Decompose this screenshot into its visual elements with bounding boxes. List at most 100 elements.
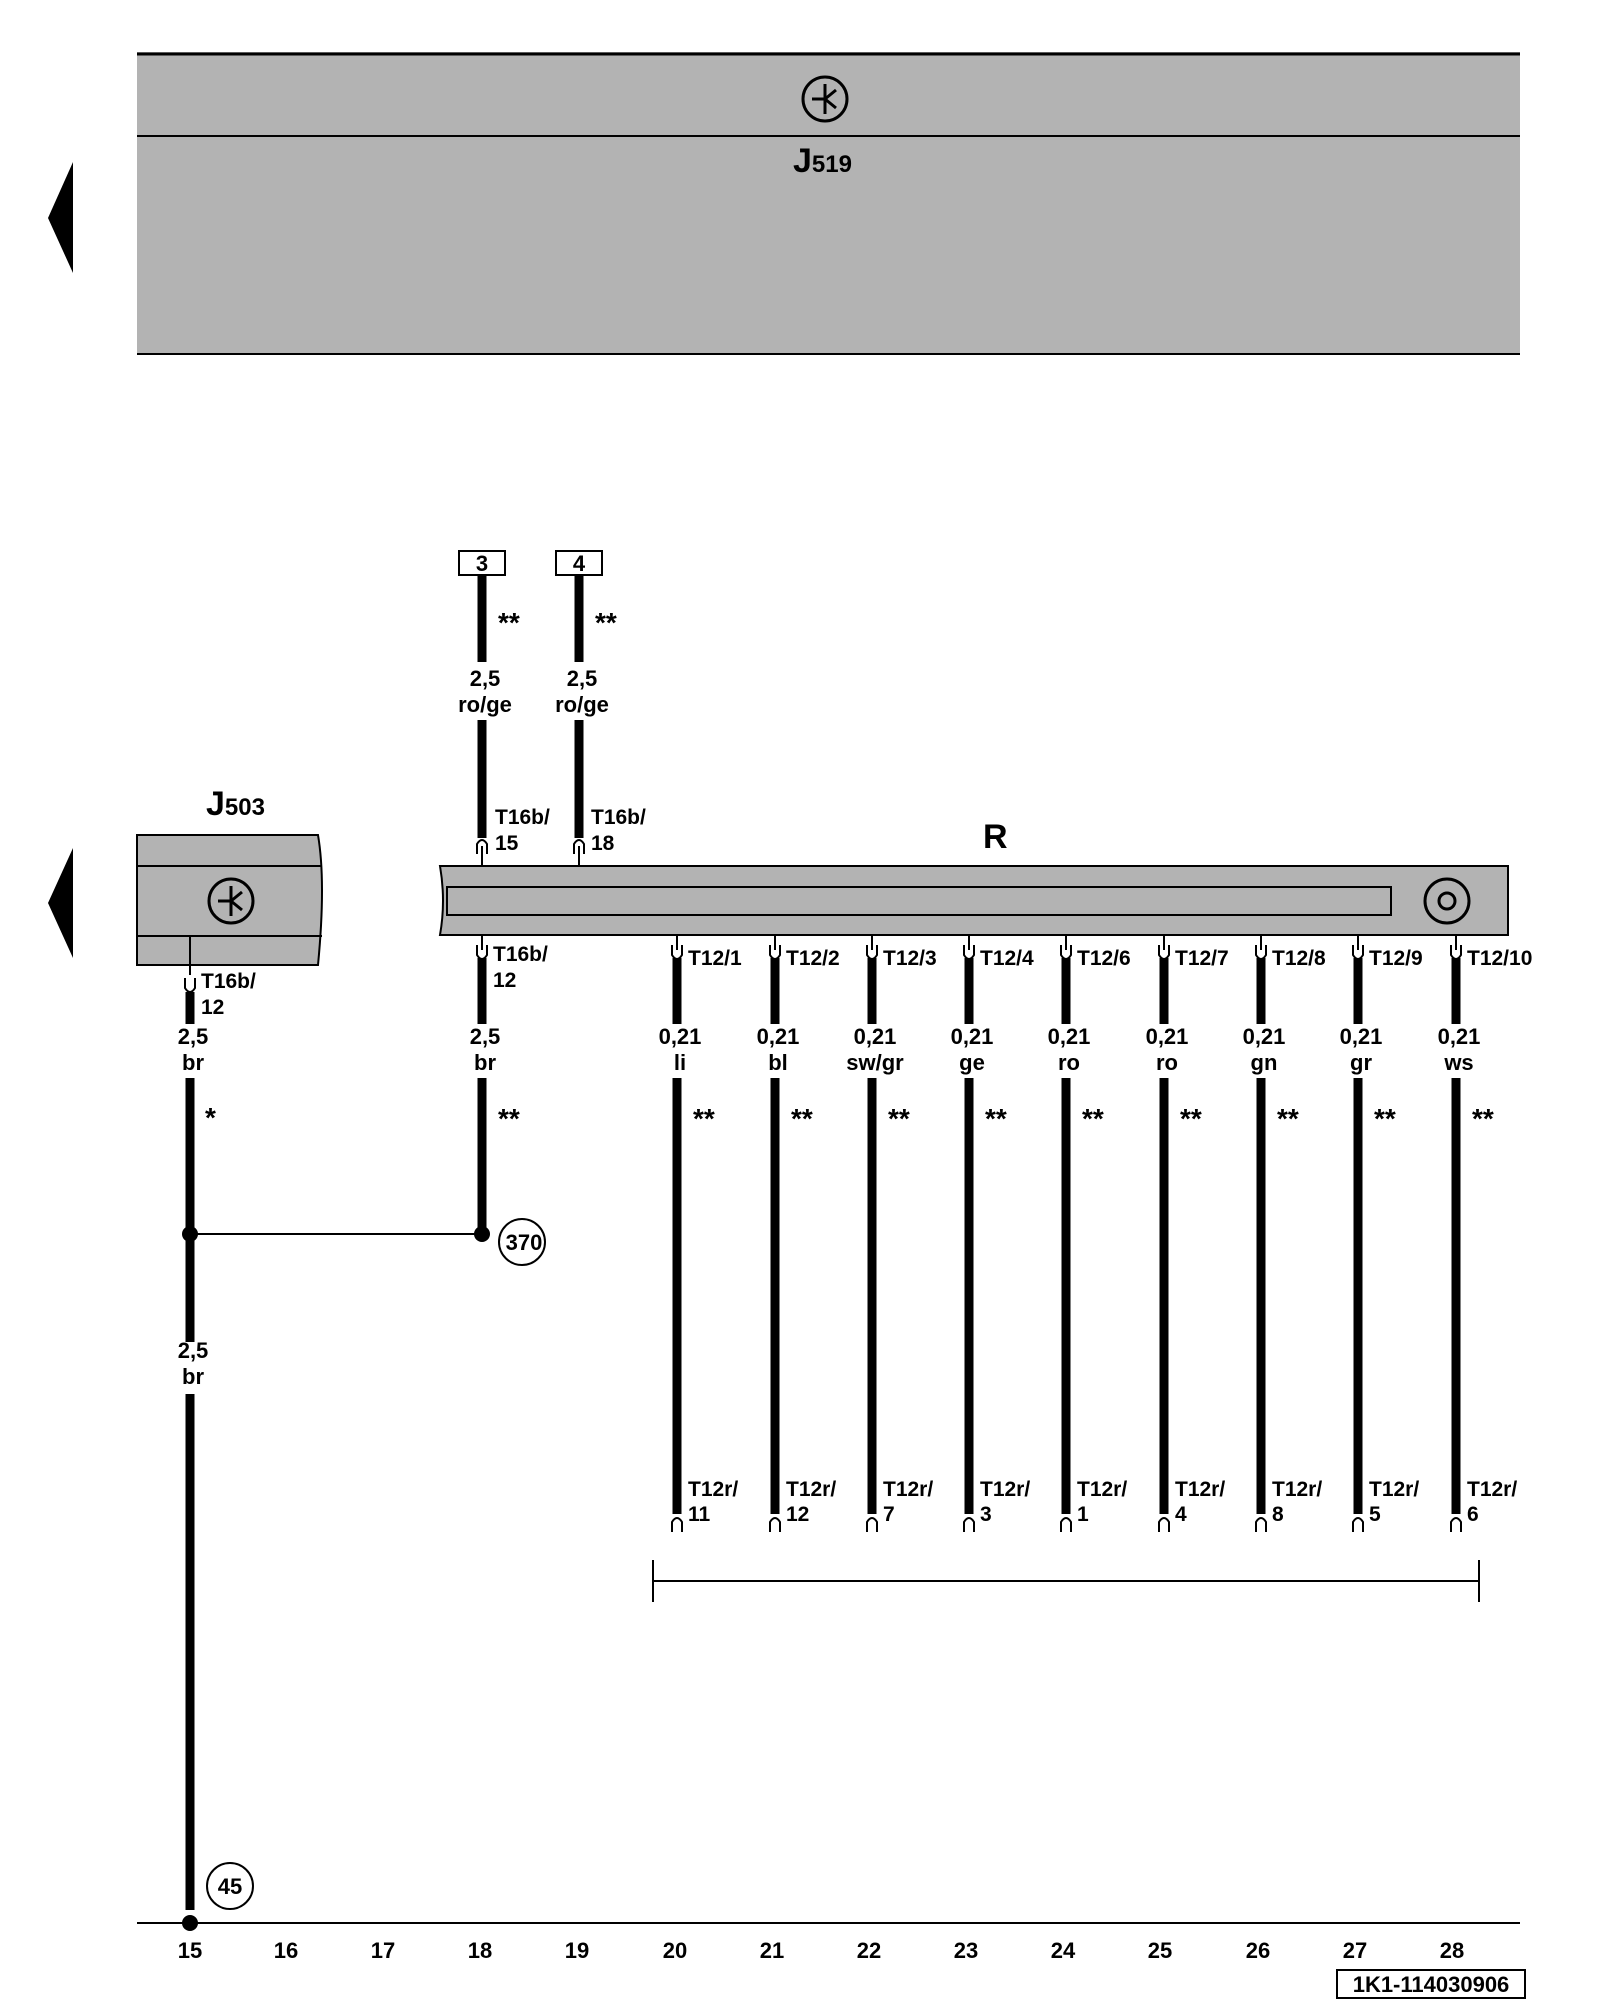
junction-dot bbox=[474, 1226, 490, 1242]
cross-section-label: 0,21 bbox=[1048, 1024, 1091, 1049]
svg-text:4: 4 bbox=[573, 551, 586, 576]
module-radio-inner-bar bbox=[446, 886, 1392, 916]
control-unit-icon bbox=[801, 75, 849, 123]
pin-label: 8 bbox=[1272, 1503, 1284, 1526]
svg-text:**: ** bbox=[498, 1103, 520, 1134]
radio-ground-wire: T16b/ 12 2,5 br ** bbox=[470, 935, 548, 1234]
svg-text:45: 45 bbox=[218, 1874, 242, 1899]
track-number: 22 bbox=[857, 1938, 881, 1963]
pin-label: T12/10 bbox=[1467, 947, 1532, 970]
marker-label: ** bbox=[1472, 1103, 1494, 1134]
track-number: 17 bbox=[371, 1938, 395, 1963]
page-back-arrow-icon[interactable] bbox=[48, 848, 73, 958]
svg-text:br: br bbox=[182, 1364, 204, 1389]
marker-label: ** bbox=[1277, 1103, 1299, 1134]
ref-box-3[interactable]: 3 bbox=[458, 550, 506, 576]
pin-label: 12 bbox=[786, 1503, 809, 1526]
module-radio-label: R bbox=[983, 818, 1008, 856]
pin-label: T12r/ bbox=[786, 1478, 836, 1501]
page-back-arrow-icon[interactable] bbox=[48, 162, 73, 273]
svg-text:T16b/: T16b/ bbox=[495, 806, 550, 829]
j503-wire: T16b/ 12 2,5 br * 2,5 br bbox=[178, 936, 256, 1910]
wire-color-label: sw/gr bbox=[846, 1050, 904, 1075]
track-number: 23 bbox=[954, 1938, 978, 1963]
svg-text:ro/ge: ro/ge bbox=[458, 692, 512, 717]
svg-text:12: 12 bbox=[201, 996, 224, 1019]
wire-color-label: ge bbox=[959, 1050, 985, 1075]
module-j519-label: J519 bbox=[793, 142, 852, 180]
track-number: 16 bbox=[274, 1938, 298, 1963]
track-number: 27 bbox=[1343, 1938, 1367, 1963]
cross-section-label: 0,21 bbox=[1340, 1024, 1383, 1049]
wire-color-label: ro bbox=[1156, 1050, 1178, 1075]
track-number: 19 bbox=[565, 1938, 589, 1963]
track-number: 18 bbox=[468, 1938, 492, 1963]
track-number: 26 bbox=[1246, 1938, 1270, 1963]
track-number: 15 bbox=[178, 1938, 202, 1963]
pin-label: T12r/ bbox=[1272, 1478, 1322, 1501]
marker-label: ** bbox=[693, 1103, 715, 1134]
track-number: 28 bbox=[1440, 1938, 1464, 1963]
module-j503-label: J503 bbox=[206, 785, 265, 823]
pin-label: T12r/ bbox=[980, 1478, 1030, 1501]
marker-label: ** bbox=[985, 1103, 1007, 1134]
junction-dot bbox=[182, 1226, 198, 1242]
wire-color-label: gr bbox=[1350, 1050, 1372, 1075]
pin-label: T12r/ bbox=[688, 1478, 738, 1501]
svg-text:1K1-114030906: 1K1-114030906 bbox=[1353, 1972, 1510, 1997]
pin-label: 5 bbox=[1369, 1503, 1381, 1526]
cross-section-label: 0,21 bbox=[1146, 1024, 1189, 1049]
svg-text:2,5: 2,5 bbox=[178, 1024, 209, 1049]
svg-text:br: br bbox=[474, 1050, 496, 1075]
svg-text:*: * bbox=[205, 1102, 216, 1133]
svg-text:12: 12 bbox=[493, 969, 516, 992]
ref-circle-45[interactable]: 45 bbox=[206, 1862, 254, 1910]
marker-label: ** bbox=[1082, 1103, 1104, 1134]
svg-text:T16b/: T16b/ bbox=[201, 970, 256, 993]
pin-label: 6 bbox=[1467, 1503, 1479, 1526]
pin-label: 11 bbox=[688, 1503, 711, 1526]
wire-color-label: gn bbox=[1251, 1050, 1278, 1075]
pin-label: T12r/ bbox=[1467, 1478, 1517, 1501]
svg-text:3: 3 bbox=[476, 551, 488, 576]
pin-label: T12/1 bbox=[688, 947, 742, 970]
pin-label: 7 bbox=[883, 1503, 895, 1526]
cross-section-label: 0,21 bbox=[659, 1024, 702, 1049]
svg-text:T16b/: T16b/ bbox=[493, 943, 548, 966]
svg-text:**: ** bbox=[498, 607, 520, 638]
control-unit-icon bbox=[207, 877, 255, 925]
svg-text:2,5: 2,5 bbox=[567, 666, 598, 691]
cross-section-label: 0,21 bbox=[854, 1024, 897, 1049]
svg-text:ro/ge: ro/ge bbox=[555, 692, 609, 717]
feed-wire-2: ** 2,5 ro/ge T16b/ 18 bbox=[555, 576, 646, 866]
cross-section-label: 0,21 bbox=[951, 1024, 994, 1049]
track-number: 25 bbox=[1148, 1938, 1172, 1963]
track-number: 20 bbox=[663, 1938, 687, 1963]
pin-label: T12r/ bbox=[1175, 1478, 1225, 1501]
wire-color-label: li bbox=[674, 1050, 686, 1075]
svg-text:br: br bbox=[182, 1050, 204, 1075]
pin-label: T12r/ bbox=[1077, 1478, 1127, 1501]
svg-text:**: ** bbox=[595, 607, 617, 638]
pin-label: T12r/ bbox=[1369, 1478, 1419, 1501]
speaker-wires: T12/10,21li**T12r/11T12/20,21bl**T12r/12… bbox=[659, 935, 1532, 1532]
svg-text:2,5: 2,5 bbox=[470, 1024, 501, 1049]
ref-circle-370[interactable]: 370 bbox=[498, 1218, 546, 1266]
cross-section-label: 0,21 bbox=[1438, 1024, 1481, 1049]
track-number: 21 bbox=[760, 1938, 784, 1963]
feed-wire-1: ** 2,5 ro/ge T16b/ 15 bbox=[458, 576, 550, 866]
ref-box-4[interactable]: 4 bbox=[555, 550, 603, 576]
pin-label: T12/9 bbox=[1369, 947, 1423, 970]
svg-text:18: 18 bbox=[591, 832, 615, 855]
document-code: 1K1-114030906 bbox=[1336, 1969, 1526, 1999]
pin-label: T12r/ bbox=[883, 1478, 933, 1501]
pin-label: T12/4 bbox=[980, 947, 1034, 970]
